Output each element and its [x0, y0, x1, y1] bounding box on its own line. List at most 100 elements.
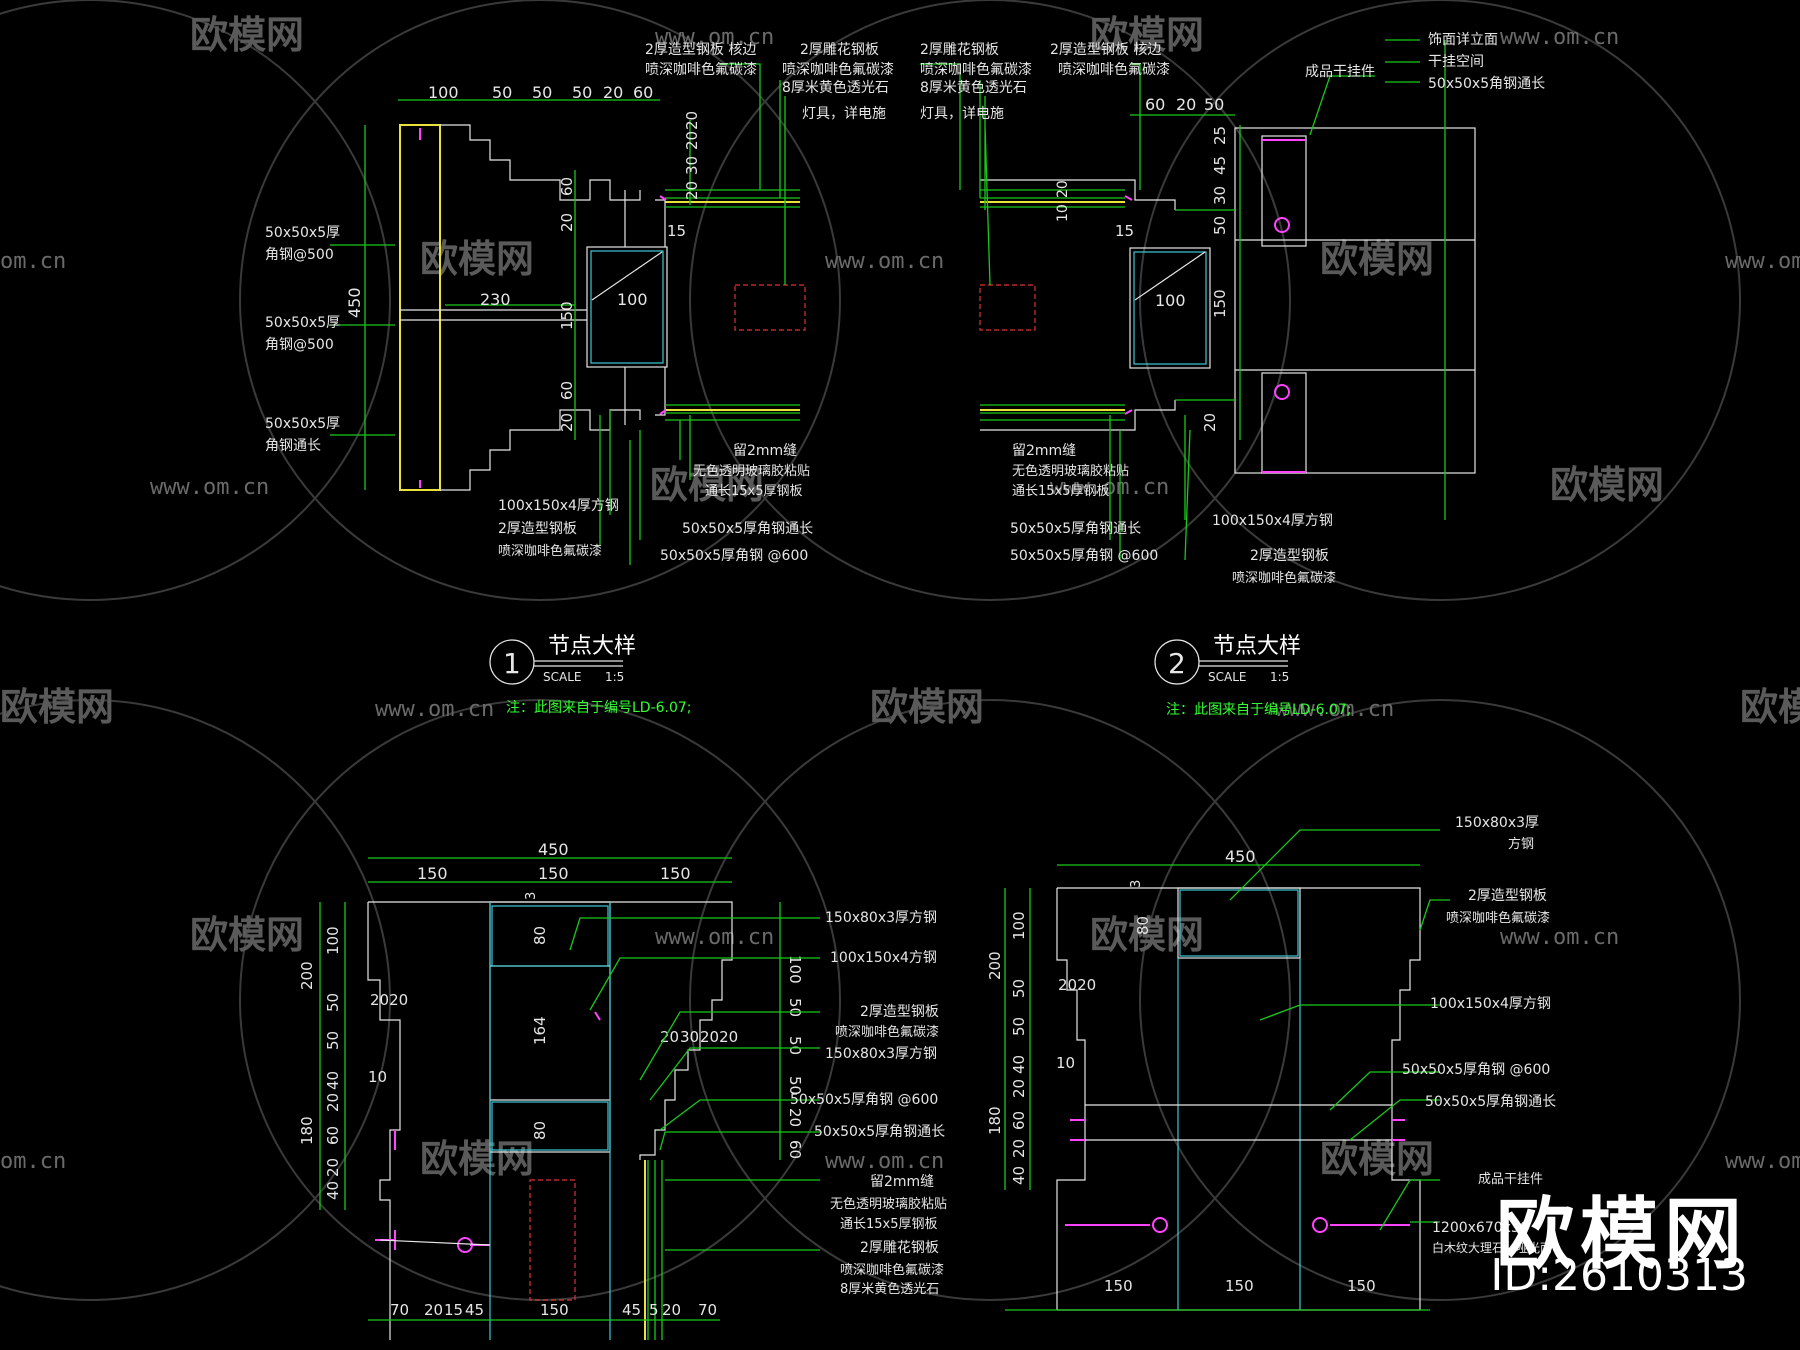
callout-label: 喷深咖啡色氟碳漆 [498, 543, 602, 559]
callout-label: 成品干挂件 [1478, 1172, 1543, 1187]
watermark-logo: 欧模网 [650, 463, 764, 507]
dim-label: 100 [786, 955, 804, 984]
callout-label: 2厚造型钢板 核边 [1050, 42, 1161, 58]
dim-label: 25 [1211, 126, 1229, 145]
callout-label: 通长15x5厚钢板 [705, 484, 803, 499]
watermark-logo: 欧模网 [420, 1137, 534, 1181]
scale-value: 1:5 [605, 670, 624, 684]
dim-label: 20 [683, 131, 701, 150]
callout-label: 留2mm缝 [1012, 443, 1076, 459]
dim-label: 40 [324, 1071, 342, 1090]
watermark-logo: 欧模网 [1090, 13, 1204, 57]
dim-label: 50 [532, 83, 552, 102]
detail-1-leaders [330, 63, 786, 565]
watermark-logo: 欧模网 [1320, 237, 1434, 281]
dim-label: 20 [683, 111, 701, 130]
detail-2-dims: 60 20 50 25 45 30 50 150 20 100 15 20 10 [1055, 95, 1229, 432]
detail-2-leaders [920, 39, 1420, 561]
dim-label: 60 [558, 381, 576, 400]
callout-label: 角钢通长 [265, 438, 321, 454]
dim-label: 150 [1225, 1277, 1254, 1295]
callout-label: 喷深咖啡色氟碳漆 [840, 1262, 944, 1278]
callout-label: 喷深咖啡色氟碳漆 [782, 61, 894, 78]
dim-label: 40 [1010, 1055, 1028, 1074]
watermark-logo: 欧模网 [1740, 685, 1800, 729]
dim-label: 150 [558, 301, 576, 330]
callout-label: 灯具，详电施 [802, 106, 886, 122]
callout-label: 50x50x5厚 [265, 315, 340, 331]
callout-label: 100x150x4厚方钢 [1212, 513, 1333, 529]
dim-label: 30 [1211, 186, 1229, 205]
dim-label: 150 [540, 1301, 569, 1319]
callout-label: 留2mm缝 [733, 443, 797, 459]
dim-label: 20 [786, 1108, 804, 1127]
dim-label: 60 [786, 1140, 804, 1159]
detail-4-labels: 150x80x3厚 方钢 2厚造型钢板 喷深咖啡色氟碳漆 100x150x4厚方… [1402, 815, 1556, 1255]
dim-label: 50 [1204, 95, 1224, 114]
dim-label: 20 [324, 1158, 342, 1177]
callout-label: 喷深咖啡色氟碳漆 [645, 61, 757, 78]
dim-label: 50 [1010, 1017, 1028, 1036]
dim-label: 50 [786, 1076, 804, 1095]
dim-label: 20 [1010, 1079, 1028, 1098]
callout-label: 50x50x5厚角钢通长 [1425, 1094, 1556, 1110]
dim-label: 200 [298, 961, 316, 990]
dim-label: 100 [1010, 911, 1028, 940]
watermark-logo: 欧模网 [870, 685, 984, 729]
scale-label: SCALE [1208, 670, 1246, 684]
dim-label: 10 [368, 1068, 387, 1086]
callout-label: 2厚造型钢板 [860, 1004, 939, 1020]
callout-label: 白木纹大理石，哑光面 [1432, 1240, 1552, 1255]
detail-4-dims: 450 200 100 50 50 40 20 180 60 20 40 3 8… [986, 847, 1376, 1295]
dim-label: 50 [786, 998, 804, 1017]
dim-label: 50 [572, 83, 592, 102]
dim-label: 15 [1115, 222, 1134, 240]
dim-label: 20 [1010, 1139, 1028, 1158]
callout-label: 通长15x5厚钢板 [1012, 484, 1110, 499]
dim-label: 10 [1055, 204, 1071, 222]
watermark-url: www.om.cn [150, 475, 269, 500]
callout-label: 角钢@500 [265, 337, 334, 353]
callout-label: 2厚雕花钢板 [860, 1240, 939, 1256]
callout-label: 通长15x5厚钢板 [840, 1217, 938, 1232]
dim-label: 2020 [1058, 976, 1096, 994]
callout-label: 灯具，详电施 [920, 106, 1004, 122]
detail-4-drawing [1004, 864, 1430, 1311]
dim-label: 45 [465, 1301, 484, 1319]
callout-label: 无色透明玻璃胶粘贴 [830, 1196, 947, 1212]
callout-label: 100x150x4厚方钢 [1430, 996, 1551, 1012]
dim-label: 80 [1134, 916, 1152, 935]
callout-label: 8厚米黄色透光石 [920, 79, 1027, 96]
callout-label: 8厚米黄色透光石 [840, 1281, 939, 1297]
dim-label: 15 [444, 1301, 463, 1319]
dim-label: 20 [1055, 180, 1071, 198]
dim-label: 50 [492, 83, 512, 102]
callout-label: 1200x670x30 [1432, 1220, 1529, 1236]
callout-label: 50x50x5厚角钢通长 [1010, 521, 1141, 537]
dim-label: 450 [345, 287, 364, 318]
detail-1-labels: 2厚造型钢板 核边 喷深咖啡色氟碳漆 2厚雕花钢板 喷深咖啡色氟碳漆 8厚米黄色… [265, 42, 894, 564]
callout-label: 2厚造型钢板 [498, 521, 577, 537]
scale-value: 1:5 [1270, 670, 1289, 684]
dim-label: 3 [524, 892, 539, 900]
detail-note: 注：此图来自于编号LD-6.07; [1166, 702, 1352, 718]
dim-label: 100 [617, 290, 648, 309]
callout-label: 成品干挂件 [1305, 64, 1375, 80]
dim-label: 50 [786, 1036, 804, 1055]
watermark-url: www.om.cn [1725, 249, 1800, 274]
dim-label: 20 [1176, 95, 1196, 114]
watermark-logo: 欧模网 [420, 237, 534, 281]
callout-label: 2厚雕花钢板 [800, 42, 879, 58]
callout-label: 方钢 [1508, 836, 1534, 852]
dim-label: 10 [1056, 1054, 1075, 1072]
dim-label: 20 [603, 83, 623, 102]
dim-label: 2020 [700, 1028, 738, 1046]
detail-number: 1 [503, 647, 521, 680]
dim-label: 15 [667, 222, 686, 240]
detail-1-dims: 100 50 50 50 20 60 450 20 60 150 60 20 2… [345, 83, 701, 432]
callout-label: 喷深咖啡色氟碳漆 [920, 61, 1032, 78]
detail-title: 节点大样 [548, 634, 636, 659]
dim-label: 20 [424, 1301, 443, 1319]
watermark-url: www.om.cn [1275, 697, 1394, 722]
callout-label: 150x80x3厚 [1455, 815, 1539, 831]
